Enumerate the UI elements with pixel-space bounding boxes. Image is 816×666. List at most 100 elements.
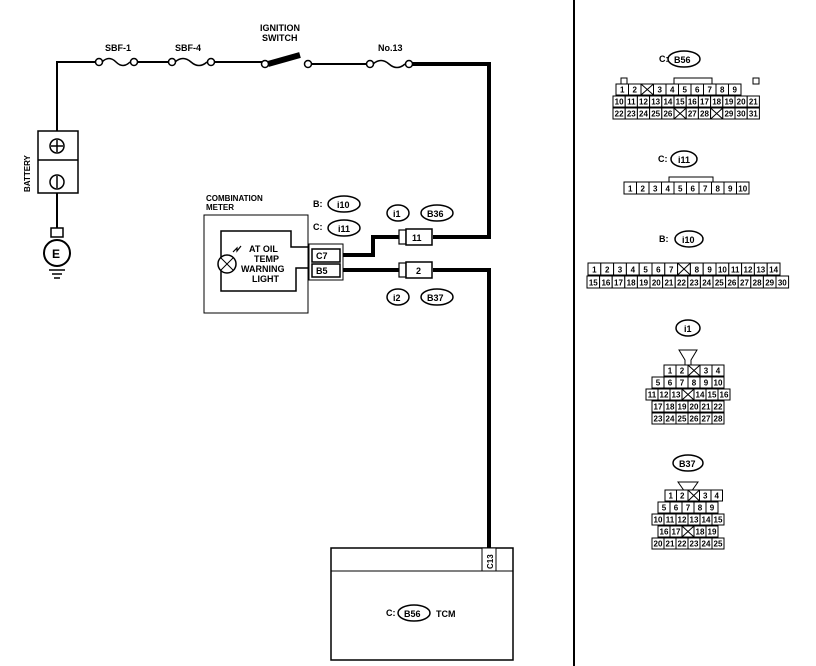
ignition-label-2: SWITCH bbox=[262, 33, 298, 43]
pin-label: 22 bbox=[678, 540, 687, 549]
sbf4-label: SBF-4 bbox=[175, 43, 201, 53]
pin-label: 10 bbox=[714, 379, 723, 388]
pin-label: 23 bbox=[690, 279, 699, 288]
pin-label: 8 bbox=[695, 266, 700, 275]
pin-label: 17 bbox=[654, 403, 663, 412]
pin-cell bbox=[728, 83, 742, 96]
pin-label: 24 bbox=[702, 279, 711, 288]
pin-cell bbox=[746, 95, 760, 108]
pin-label: 25 bbox=[714, 540, 723, 549]
tcm-pin-label: C13 bbox=[486, 554, 495, 569]
pin-label: 21 bbox=[664, 279, 673, 288]
pin-cell bbox=[746, 107, 760, 120]
ignition-label-1: IGNITION bbox=[260, 23, 300, 33]
b37-badge-label: B37 bbox=[427, 293, 444, 303]
warning-text-1: AT OIL bbox=[249, 244, 278, 254]
pin-label: 9 bbox=[707, 266, 712, 275]
pin-label: 26 bbox=[663, 110, 672, 119]
pin-label: 10 bbox=[654, 516, 663, 525]
pin-label: 10 bbox=[615, 98, 624, 107]
pin-label: 7 bbox=[680, 379, 685, 388]
i11-label: i11 bbox=[338, 224, 350, 234]
pin-label: 26 bbox=[690, 415, 699, 424]
pin-label: 5 bbox=[662, 504, 667, 513]
pin-label: 28 bbox=[714, 415, 723, 424]
pin-label: 18 bbox=[666, 403, 675, 412]
pin-label: 6 bbox=[691, 185, 696, 194]
pin-label: 22 bbox=[615, 110, 624, 119]
sbf1-terminal-left bbox=[94, 57, 104, 67]
i1-key-funnel bbox=[678, 349, 698, 366]
pin-label: 12 bbox=[678, 516, 687, 525]
pin-label: 2 bbox=[605, 266, 610, 275]
pin-label: 23 bbox=[627, 110, 636, 119]
sbf4-fuse-icon bbox=[174, 57, 208, 67]
b56-title: B56 bbox=[674, 55, 691, 65]
i11-badge bbox=[327, 219, 361, 237]
pin-label: 26 bbox=[727, 279, 736, 288]
pin-label: 8 bbox=[720, 86, 725, 95]
pin-label: 17 bbox=[614, 279, 623, 288]
pin-label: 4 bbox=[631, 266, 636, 275]
b36-badge-label: B36 bbox=[427, 209, 444, 219]
wire-no13-to-i1 bbox=[412, 62, 491, 239]
pin-label: 13 bbox=[651, 98, 660, 107]
pin-label: 28 bbox=[700, 110, 709, 119]
pin-label: 18 bbox=[627, 279, 636, 288]
pin-label: 24 bbox=[639, 110, 648, 119]
pin-label: 22 bbox=[714, 403, 723, 412]
pin-label: 14 bbox=[702, 516, 711, 525]
b37-badge bbox=[420, 288, 454, 306]
meter-connector-frame bbox=[308, 243, 344, 281]
b-prefix-label: B: bbox=[313, 199, 323, 209]
pin-b5-box bbox=[311, 263, 341, 278]
i1-badge bbox=[386, 204, 410, 222]
i11-title: i11 bbox=[678, 155, 690, 165]
pin-label: 24 bbox=[666, 415, 675, 424]
pin-b5-label: B5 bbox=[316, 266, 328, 276]
warning-text-3: WARNING bbox=[241, 264, 285, 274]
pin-2-label: 2 bbox=[416, 266, 421, 276]
pin-label: 9 bbox=[728, 185, 733, 194]
pin-label: 13 bbox=[690, 516, 699, 525]
pin-label: 15 bbox=[708, 391, 717, 400]
pin-label: 6 bbox=[656, 266, 661, 275]
i1-title-badge bbox=[675, 319, 701, 337]
ignition-terminal-right bbox=[303, 59, 313, 69]
i10-badge bbox=[327, 195, 361, 213]
pin-label: 13 bbox=[756, 266, 765, 275]
i1-connector-box bbox=[405, 228, 433, 246]
pin-label: 14 bbox=[696, 391, 705, 400]
pin-cell bbox=[711, 400, 725, 413]
b56-key-right bbox=[752, 77, 760, 85]
pin-label: 3 bbox=[658, 86, 663, 95]
pin-label: 15 bbox=[676, 98, 685, 107]
pin-label: 11 bbox=[731, 266, 740, 275]
pin-label: 16 bbox=[660, 528, 669, 537]
pin-label: 12 bbox=[639, 98, 648, 107]
pin-label: 30 bbox=[737, 110, 746, 119]
pin-label: 4 bbox=[716, 367, 721, 376]
warning-text-2: TEMP bbox=[254, 254, 279, 264]
pin-label: 12 bbox=[660, 391, 669, 400]
pin-label: 27 bbox=[688, 110, 697, 119]
pin-label: 15 bbox=[589, 279, 598, 288]
pin-label: 7 bbox=[703, 185, 708, 194]
pin-label: 18 bbox=[712, 98, 721, 107]
pin-label: 20 bbox=[690, 403, 699, 412]
pin-label: 14 bbox=[663, 98, 672, 107]
pin-cell bbox=[711, 412, 725, 425]
pin-label: 20 bbox=[654, 540, 663, 549]
pin-label: 4 bbox=[670, 86, 675, 95]
pin-label: 1 bbox=[592, 266, 597, 275]
ground-label: E bbox=[52, 247, 60, 261]
pin-label: 13 bbox=[672, 391, 681, 400]
blank-pin-x bbox=[681, 388, 695, 401]
pin-label: 11 bbox=[648, 391, 657, 400]
pin-label: 10 bbox=[738, 185, 747, 194]
combination-label-2: METER bbox=[206, 203, 234, 212]
light-ray-icon bbox=[232, 245, 242, 253]
b56-key-mid bbox=[673, 77, 713, 85]
pin-label: 4 bbox=[666, 185, 671, 194]
